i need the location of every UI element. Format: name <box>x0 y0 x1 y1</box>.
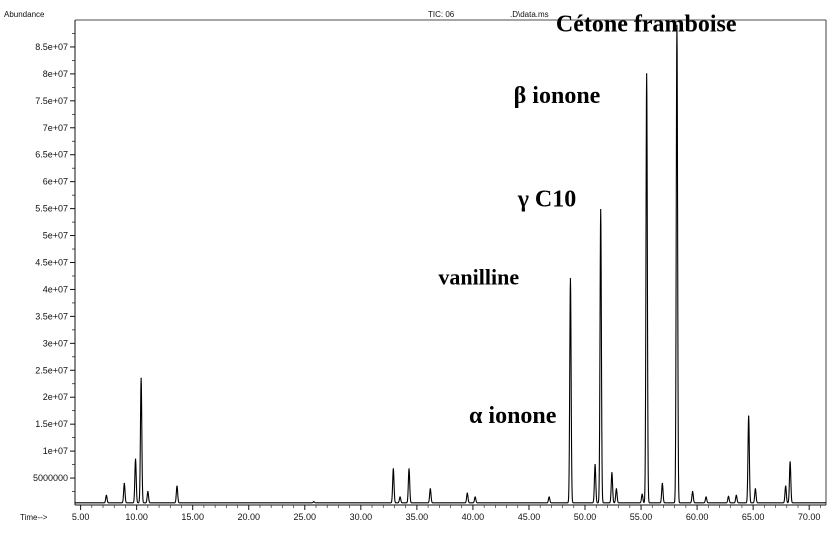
axes: 5000000 1e+07 1.5e+07 2e+07 2.5e+07 3e+07 3.5e… <box>33 19 827 522</box>
x-tick-label: 20.00 <box>237 512 260 522</box>
peak-apex <box>754 488 756 490</box>
peak-apex <box>615 488 617 490</box>
peak-apex <box>313 501 315 503</box>
y-tick-label: 5.5e+07 <box>35 204 68 214</box>
y-tick-label: 3e+07 <box>43 338 68 348</box>
y-tick-label: 2.5e+07 <box>35 365 68 375</box>
peak-apex <box>123 482 125 485</box>
peak-apex <box>140 377 142 379</box>
x-tick-label: 30.00 <box>350 512 373 522</box>
x-tick-label: 5.00 <box>72 512 90 522</box>
peak-annotation: γ C10 <box>517 187 577 213</box>
peak-apex <box>727 495 730 497</box>
y-tick-label: 5000000 <box>33 473 68 483</box>
peak-apex <box>705 496 707 498</box>
header-tic: TIC: 06 <box>428 10 455 19</box>
y-tick-label: 4.5e+07 <box>35 258 68 268</box>
x-tick-label: 10.00 <box>125 512 148 522</box>
x-tick-label: 40.00 <box>462 512 485 522</box>
peak-apex <box>735 494 737 496</box>
x-tick-label: 50.00 <box>574 512 597 522</box>
tic-trace-line <box>74 24 827 504</box>
peak-apex <box>105 494 107 496</box>
peak-apex <box>548 496 550 498</box>
peak-apex <box>789 461 791 463</box>
x-tick-label: 65.00 <box>742 512 765 522</box>
peak-apex <box>785 485 787 487</box>
peak-apex <box>569 278 572 280</box>
y-tick-label: 5e+07 <box>43 231 68 241</box>
peak-apex <box>641 493 643 495</box>
peak-apex <box>692 490 694 493</box>
peak-apex <box>176 485 178 487</box>
peak-apex <box>408 468 410 470</box>
annotations: Cétone framboise β ionone γ C10 vanilline α … <box>438 11 736 429</box>
y-tick-label: 1e+07 <box>43 446 68 456</box>
x-tick-label: 35.00 <box>406 512 429 522</box>
peak-annotation: Cétone framboise <box>556 11 737 37</box>
peak-apex <box>748 415 750 417</box>
y-tick-label: 7.5e+07 <box>35 96 68 106</box>
trace <box>74 24 827 504</box>
peak-annotation: α ionone <box>469 403 557 429</box>
y-tick-label: 7e+07 <box>43 123 68 133</box>
peak-apex <box>466 492 468 494</box>
peak-apex <box>594 463 596 466</box>
header-file: .D\data.ms <box>510 10 549 19</box>
y-tick-label: 2e+07 <box>43 392 68 402</box>
peak-apex <box>661 482 663 485</box>
y-axis-title: Abundance <box>4 10 45 19</box>
peak-annotation: β ionone <box>514 83 601 109</box>
peak-apex <box>611 472 613 474</box>
y-tick-label: 3.5e+07 <box>35 311 68 321</box>
x-tick-label: 45.00 <box>518 512 541 522</box>
peak-annotation: vanilline <box>438 265 519 290</box>
y-tick-label: 1.5e+07 <box>35 419 68 429</box>
peak-apex <box>399 496 401 498</box>
peak-apex <box>600 209 602 211</box>
peak-apex <box>147 490 149 493</box>
x-tick-label: 15.00 <box>181 512 204 522</box>
x-tick-label: 70.00 <box>798 512 821 522</box>
peak-apex <box>646 73 648 75</box>
y-tick-label: 8e+07 <box>43 69 68 79</box>
peak-apex <box>676 24 678 26</box>
x-tick-label: 25.00 <box>294 512 317 522</box>
y-tick-label: 6.5e+07 <box>35 150 68 160</box>
peak-apex <box>429 488 431 490</box>
peak-apex <box>474 496 476 498</box>
y-tick-label: 4e+07 <box>43 284 68 294</box>
y-tick-label: 8.5e+07 <box>35 42 68 52</box>
x-tick-label: 60.00 <box>686 512 709 522</box>
peak-apex <box>392 468 394 470</box>
x-axis-title: Time--> <box>20 513 48 522</box>
x-tick-label: 55.00 <box>630 512 653 522</box>
peak-apex <box>134 458 137 460</box>
y-tick-label: 6e+07 <box>43 177 68 187</box>
